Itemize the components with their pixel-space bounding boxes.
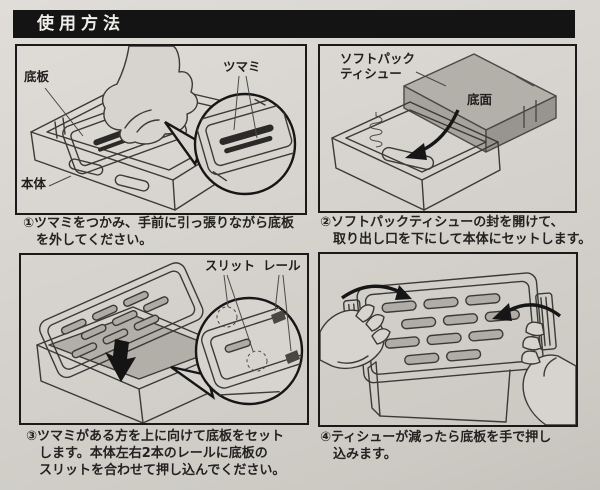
leader-main-body <box>48 175 72 187</box>
label-slit: スリット <box>205 258 256 273</box>
spring-illustration <box>369 112 383 148</box>
leader-slit <box>223 274 254 352</box>
press-arrow-left-icon <box>341 284 412 300</box>
step3-caption-line: ③ツマミがある方を上に向けて底板をセット <box>26 429 285 444</box>
main-body-illustration <box>367 361 511 423</box>
leader-soft-pack <box>415 71 447 87</box>
main-body-illustration <box>331 101 501 211</box>
page-title: 使用方法 <box>13 10 575 38</box>
label-soft-pack-1: ソフトパック <box>340 51 416 66</box>
step4-caption-line: 込みます。 <box>333 446 397 462</box>
knob-detail-inset <box>196 96 295 182</box>
step1-caption: ①ツマミをつかみ、手前に引っ張りながら底板 を外してください。 <box>23 216 294 249</box>
step3-illustration <box>36 262 304 423</box>
bottom-plate-illustration <box>39 262 204 379</box>
step2-caption: ②ソフトパックティシューの封を開けて、 取り出し口を下にして本体にセットします。 <box>320 215 591 248</box>
label-soft-pack-2: ティシュー <box>340 66 402 81</box>
leader-rail <box>274 274 292 352</box>
left-hand-illustration <box>320 304 391 370</box>
step1-panel: 底板 ツマミ 本体 <box>15 44 307 215</box>
label-bottom-face: 底面 <box>467 92 493 107</box>
label-bottom-plate: 底板 <box>24 69 50 84</box>
step3-panel: スリット レール <box>19 253 309 425</box>
step2-panel: ソフトパック ティシュー 底面 <box>318 44 577 213</box>
step1-caption-line: を外してください。 <box>36 232 153 248</box>
step4-illustration <box>320 272 576 425</box>
right-hand-illustration <box>521 321 576 425</box>
step1-caption-line: ①ツマミをつかみ、手前に引っ張りながら底板 <box>23 216 295 231</box>
hand-illustration <box>101 46 198 145</box>
label-knob: ツマミ <box>223 59 261 74</box>
step3-caption: ③ツマミがある方を上に向けて底板をセット します。本体左右2本のレールに底板の … <box>26 428 285 479</box>
step2-illustration <box>331 53 557 211</box>
press-arrow-right-icon <box>492 303 562 321</box>
step4-caption-line: ④ティシューが減ったら底板を手で押し <box>320 430 552 445</box>
insert-arrow-icon <box>105 339 136 382</box>
flip-arrow-icon <box>405 109 460 160</box>
leader-bottom-plate <box>44 87 84 137</box>
slit-detail <box>216 306 238 328</box>
slit-rail-inset <box>201 301 302 396</box>
step1-illustration <box>30 46 297 211</box>
step4-caption: ④ティシューが減ったら底板を手で押し 込みます。 <box>320 430 551 463</box>
label-main-body: 本体 <box>21 176 47 191</box>
rail-detail <box>271 310 286 324</box>
step4-panel <box>318 252 578 427</box>
step3-caption-line: します。本体左右2本のレールに底板の <box>39 446 268 461</box>
step3-caption-line: スリットを合わせて押し込んでください。 <box>39 463 286 478</box>
leader-knob <box>233 75 258 139</box>
label-rail: レール <box>263 258 301 273</box>
step2-caption-line: ②ソフトパックティシューの封を開けて、 <box>320 215 564 230</box>
step2-caption-line: 取り出し口を下にして本体にセットします。 <box>333 231 592 247</box>
tissue-pack-illustration <box>403 53 557 153</box>
